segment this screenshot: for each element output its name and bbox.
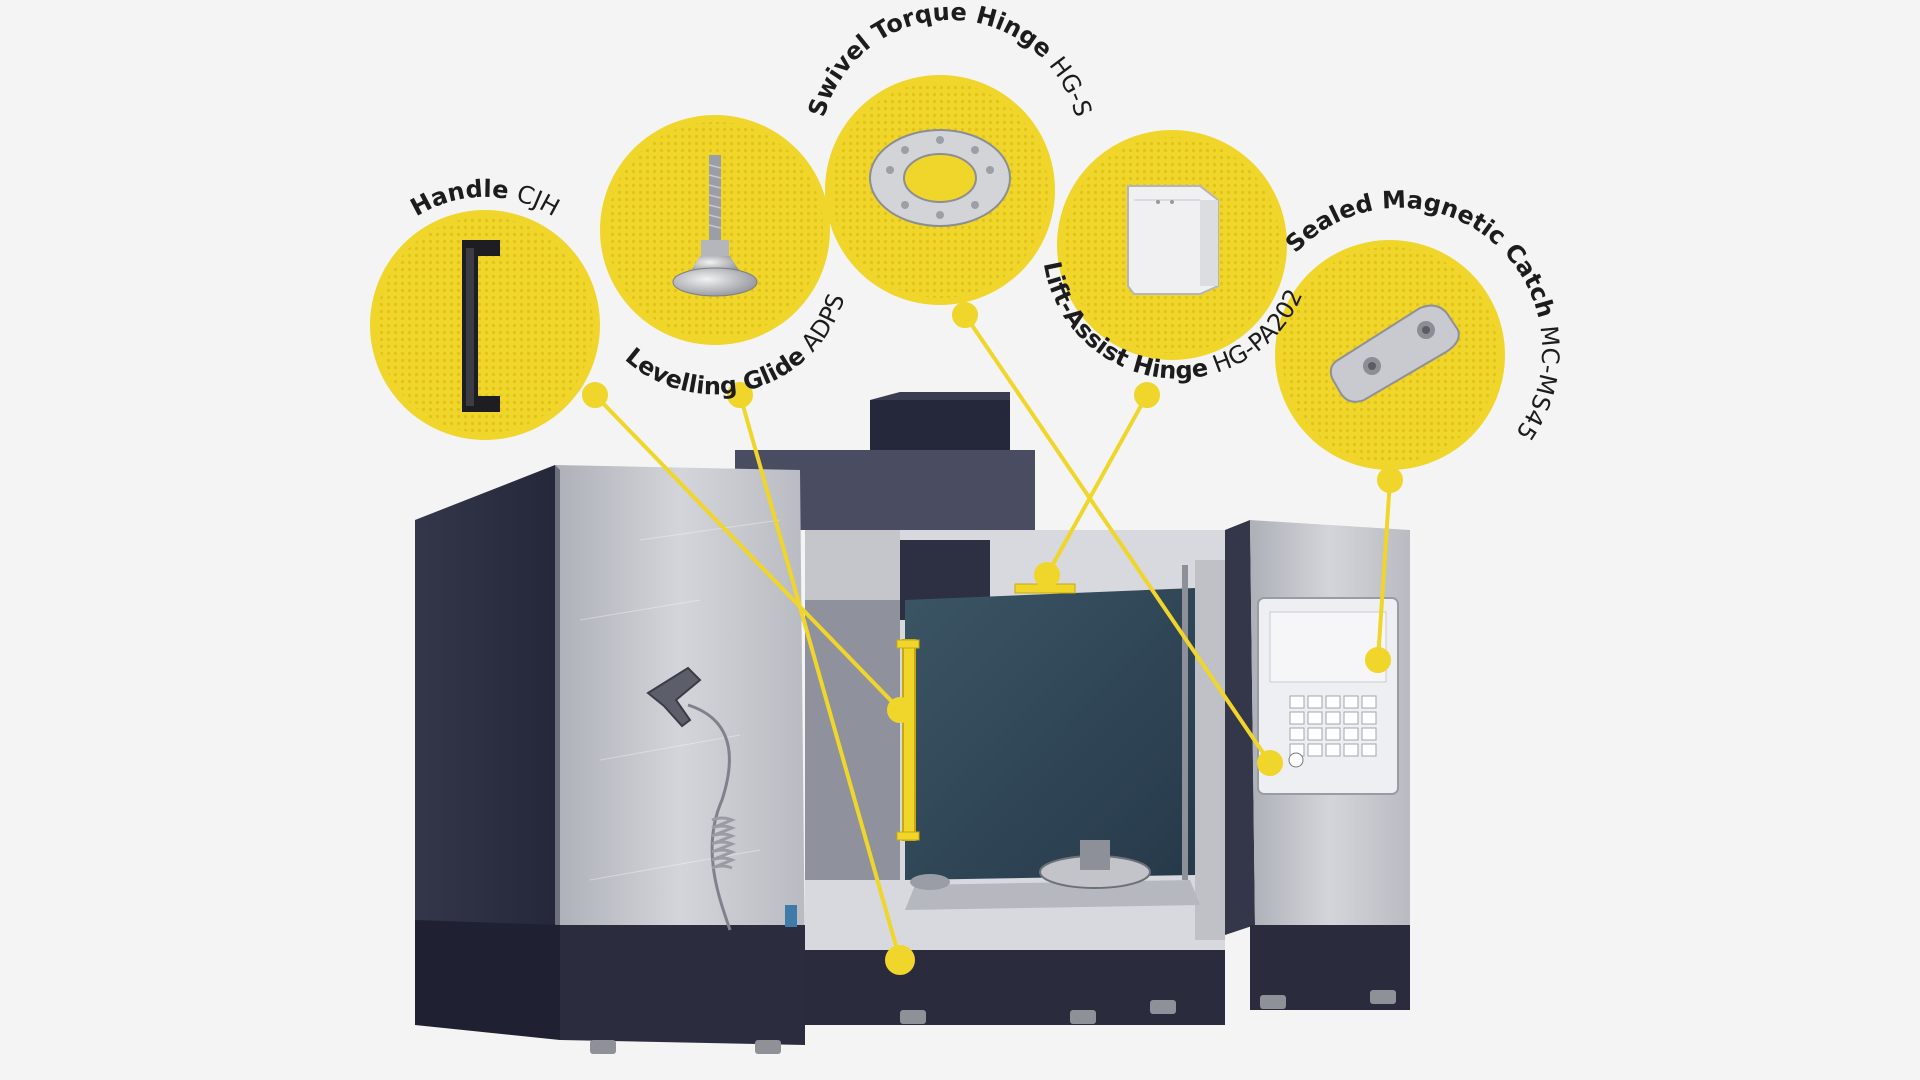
lift-assist-hinge-target-dot <box>1034 562 1060 588</box>
levelling-glide-icon <box>672 155 758 297</box>
callout-swivel-torque-hinge[interactable] <box>825 75 1055 305</box>
magnetic-catch-icon <box>1329 304 1460 403</box>
swivel-torque-hinge-target-dot <box>1257 750 1283 776</box>
levelling-glide-target-dot <box>885 945 915 975</box>
left-enclosure-side <box>415 465 560 975</box>
door-window <box>905 588 1195 880</box>
handle-pin <box>582 382 608 408</box>
cnc-machine-illustration <box>415 392 1410 1054</box>
machine-table <box>905 880 1200 910</box>
callout-lift-assist-hinge[interactable] <box>1057 130 1287 360</box>
magnetic-catch-target-dot <box>1365 647 1391 673</box>
callout-levelling-glide[interactable] <box>600 115 830 345</box>
handle-target-dot <box>887 697 913 723</box>
swivel-hinge-icon <box>869 129 1011 227</box>
callout-sealed-magnetic-catch[interactable] <box>1275 240 1505 470</box>
magnetic-catch-pin <box>1377 467 1403 493</box>
lift-assist-hinge-pin <box>1134 382 1160 408</box>
levelling-glide-pin <box>727 382 753 408</box>
air-gun-icon <box>646 666 797 931</box>
highlighted-handle <box>896 639 920 841</box>
handle-icon <box>462 240 500 412</box>
lift-assist-hinge-icon <box>1127 185 1219 295</box>
swivel-torque-hinge-pin <box>952 302 978 328</box>
leader-lines <box>582 302 1403 975</box>
callout-handle[interactable] <box>370 210 600 440</box>
